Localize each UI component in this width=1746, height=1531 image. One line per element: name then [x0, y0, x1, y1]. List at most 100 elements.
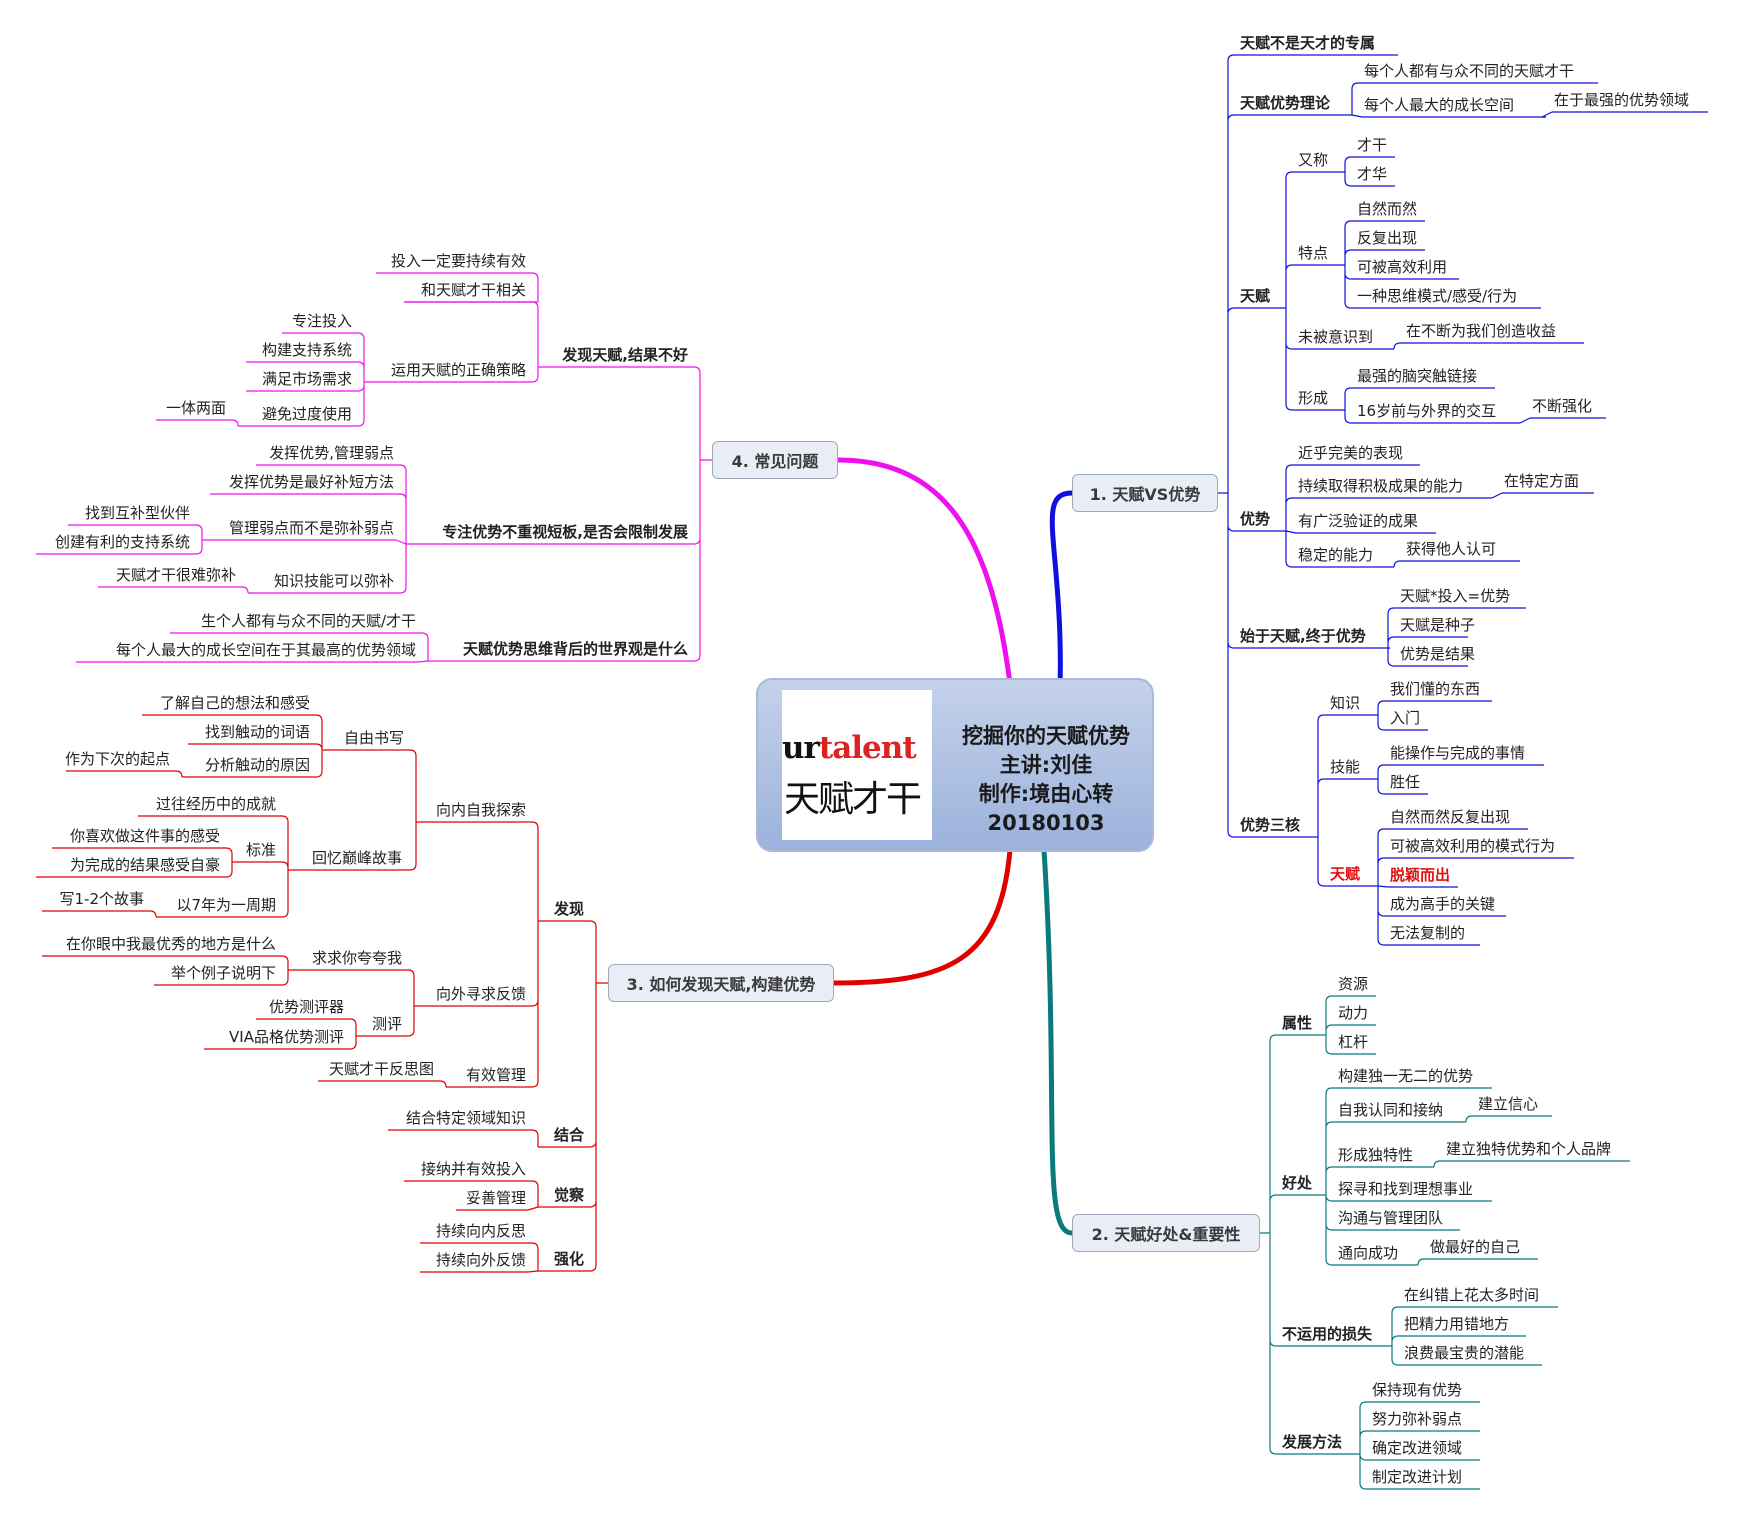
- node-q16[interactable]: 知识技能可以弥补: [273, 572, 394, 590]
- node-n13[interactable]: 可被高效利用: [1357, 258, 1448, 276]
- node-n9[interactable]: 才华: [1357, 165, 1388, 183]
- node-n16[interactable]: 在不断为我们创造收益: [1406, 322, 1557, 340]
- node-n41[interactable]: 可被高效利用的模式行为: [1390, 837, 1556, 855]
- node-m29[interactable]: 强化: [553, 1250, 584, 1268]
- node-n6[interactable]: 天赋: [1240, 287, 1271, 305]
- node-m1[interactable]: 发现: [553, 900, 584, 918]
- node-m23[interactable]: 天赋才干反思图: [328, 1060, 434, 1078]
- node-n31[interactable]: 优势是结果: [1400, 645, 1476, 663]
- node-n52[interactable]: 建立信心: [1478, 1095, 1539, 1113]
- node-n40[interactable]: 自然而然反复出现: [1390, 808, 1511, 826]
- node-m9[interactable]: 过往经历中的成就: [155, 795, 276, 813]
- node-n4[interactable]: 每个人最大的成长空间: [1364, 96, 1515, 114]
- node-n57[interactable]: 通向成功: [1338, 1244, 1399, 1262]
- node-n62[interactable]: 浪费最宝贵的潜能: [1404, 1344, 1525, 1362]
- node-n54[interactable]: 建立独特优势和个人品牌: [1446, 1140, 1612, 1158]
- node-n23[interactable]: 持续取得积极成果的能力: [1298, 477, 1464, 495]
- node-q12[interactable]: 发挥优势是最好补短方法: [228, 473, 394, 491]
- node-n5[interactable]: 在于最强的优势领域: [1554, 91, 1690, 109]
- node-n61[interactable]: 把精力用错地方: [1404, 1315, 1510, 1333]
- node-n67[interactable]: 制定改进计划: [1372, 1468, 1463, 1486]
- node-q20[interactable]: 每个人最大的成长空间在于其最高的优势领域: [115, 641, 416, 659]
- node-q4[interactable]: 运用天赋的正确策略: [390, 361, 526, 379]
- node-q5[interactable]: 专注投入: [291, 312, 352, 330]
- node-n10[interactable]: 特点: [1298, 244, 1329, 262]
- node-n34[interactable]: 我们懂的东西: [1390, 680, 1481, 698]
- node-n48[interactable]: 杠杆: [1338, 1033, 1369, 1051]
- node-n46[interactable]: 资源: [1338, 975, 1369, 993]
- node-n50[interactable]: 构建独一无二的优势: [1338, 1067, 1474, 1085]
- node-q10[interactable]: 专注优势不重视短板,是否会限制发展: [442, 523, 688, 541]
- node-n26[interactable]: 稳定的能力: [1298, 546, 1374, 564]
- node-n45[interactable]: 属性: [1282, 1014, 1313, 1032]
- node-n21[interactable]: 优势: [1240, 510, 1271, 528]
- node-n37[interactable]: 能操作与完成的事情: [1390, 744, 1526, 762]
- node-n42[interactable]: 脱颖而出: [1390, 866, 1451, 884]
- node-m26[interactable]: 觉察: [553, 1186, 584, 1204]
- node-n44[interactable]: 无法复制的: [1390, 924, 1466, 942]
- node-n64[interactable]: 保持现有优势: [1372, 1381, 1463, 1399]
- node-n22[interactable]: 近乎完美的表现: [1298, 444, 1404, 462]
- node-m7[interactable]: 作为下次的起点: [64, 750, 170, 768]
- node-n7[interactable]: 又称: [1298, 151, 1329, 169]
- node-n58[interactable]: 做最好的自己: [1430, 1238, 1521, 1256]
- node-m11[interactable]: 你喜欢做这件事的感受: [69, 827, 220, 845]
- node-m20[interactable]: 优势测评器: [268, 998, 344, 1016]
- node-n25[interactable]: 有广泛验证的成果: [1298, 512, 1419, 530]
- node-n27[interactable]: 获得他人认可: [1406, 540, 1497, 558]
- node-n20[interactable]: 不断强化: [1532, 397, 1593, 415]
- node-m5[interactable]: 找到触动的词语: [204, 723, 310, 741]
- node-n8[interactable]: 才干: [1357, 136, 1388, 154]
- node-n60[interactable]: 在纠错上花太多时间: [1404, 1286, 1540, 1304]
- node-m25[interactable]: 结合特定领域知识: [405, 1109, 526, 1127]
- node-m19[interactable]: 测评: [371, 1015, 402, 1033]
- node-m4[interactable]: 了解自己的想法和感受: [159, 694, 310, 712]
- node-n30[interactable]: 天赋是种子: [1400, 616, 1476, 634]
- branch-2-topic[interactable]: 2. 天赋好处&重要性: [1072, 1214, 1260, 1252]
- node-q2[interactable]: 和天赋才干相关: [420, 281, 526, 299]
- node-m15[interactable]: 向外寻求反馈: [435, 985, 526, 1003]
- node-n63[interactable]: 发展方法: [1282, 1433, 1343, 1451]
- node-n66[interactable]: 确定改进领域: [1372, 1439, 1463, 1457]
- node-n19[interactable]: 16岁前与外界的交互: [1357, 402, 1497, 420]
- node-q9[interactable]: 一体两面: [165, 399, 226, 417]
- node-n35[interactable]: 入门: [1390, 709, 1421, 727]
- node-m12[interactable]: 为完成的结果感受自豪: [69, 856, 220, 874]
- node-m16[interactable]: 求求你夸夸我: [311, 949, 402, 967]
- node-n47[interactable]: 动力: [1338, 1004, 1369, 1022]
- node-n24[interactable]: 在特定方面: [1504, 472, 1580, 490]
- node-q8[interactable]: 避免过度使用: [261, 405, 352, 423]
- node-n11[interactable]: 自然而然: [1357, 200, 1418, 218]
- branch-3-topic[interactable]: 3. 如何发现天赋,构建优势: [608, 964, 834, 1002]
- node-m17[interactable]: 在你眼中我最优秀的地方是什么: [65, 935, 276, 953]
- node-n29[interactable]: 天赋*投入=优势: [1400, 587, 1511, 605]
- node-n15[interactable]: 未被意识到: [1298, 328, 1374, 346]
- node-q19[interactable]: 生个人都有与众不同的天赋/才干: [200, 612, 416, 630]
- node-m10[interactable]: 标准: [245, 841, 276, 859]
- node-q11[interactable]: 发挥优势,管理弱点: [269, 444, 394, 462]
- node-m6[interactable]: 分析触动的原因: [204, 756, 310, 774]
- node-n33[interactable]: 知识: [1330, 694, 1361, 712]
- node-q6[interactable]: 构建支持系统: [261, 341, 352, 359]
- node-q13[interactable]: 管理弱点而不是弥补弱点: [228, 519, 394, 537]
- node-q3[interactable]: 投入一定要持续有效: [390, 252, 526, 270]
- node-n53[interactable]: 形成独特性: [1338, 1146, 1414, 1164]
- node-m3[interactable]: 自由书写: [343, 729, 404, 747]
- node-n14[interactable]: 一种思维模式/感受/行为: [1357, 287, 1518, 305]
- branch-4-topic[interactable]: 4. 常见问题: [712, 441, 838, 479]
- node-n55[interactable]: 探寻和找到理想事业: [1338, 1180, 1474, 1198]
- branch-1-topic[interactable]: 1. 天赋VS优势: [1072, 474, 1218, 512]
- node-n2[interactable]: 天赋优势理论: [1240, 94, 1331, 112]
- node-q15[interactable]: 创建有利的支持系统: [54, 533, 190, 551]
- node-n49[interactable]: 好处: [1282, 1174, 1313, 1192]
- node-m31[interactable]: 持续向外反馈: [435, 1251, 526, 1269]
- node-m8[interactable]: 回忆巅峰故事: [311, 849, 402, 867]
- node-q18[interactable]: 天赋优势思维背后的世界观是什么: [462, 640, 688, 658]
- node-n65[interactable]: 努力弥补弱点: [1372, 1410, 1463, 1428]
- node-q17[interactable]: 天赋才干很难弥补: [115, 566, 236, 584]
- node-n43[interactable]: 成为高手的关键: [1390, 895, 1496, 913]
- node-n51[interactable]: 自我认同和接纳: [1338, 1101, 1444, 1119]
- node-m13[interactable]: 以7年为一周期: [176, 896, 276, 914]
- node-q14[interactable]: 找到互补型伙伴: [84, 504, 190, 522]
- node-n17[interactable]: 形成: [1298, 389, 1329, 407]
